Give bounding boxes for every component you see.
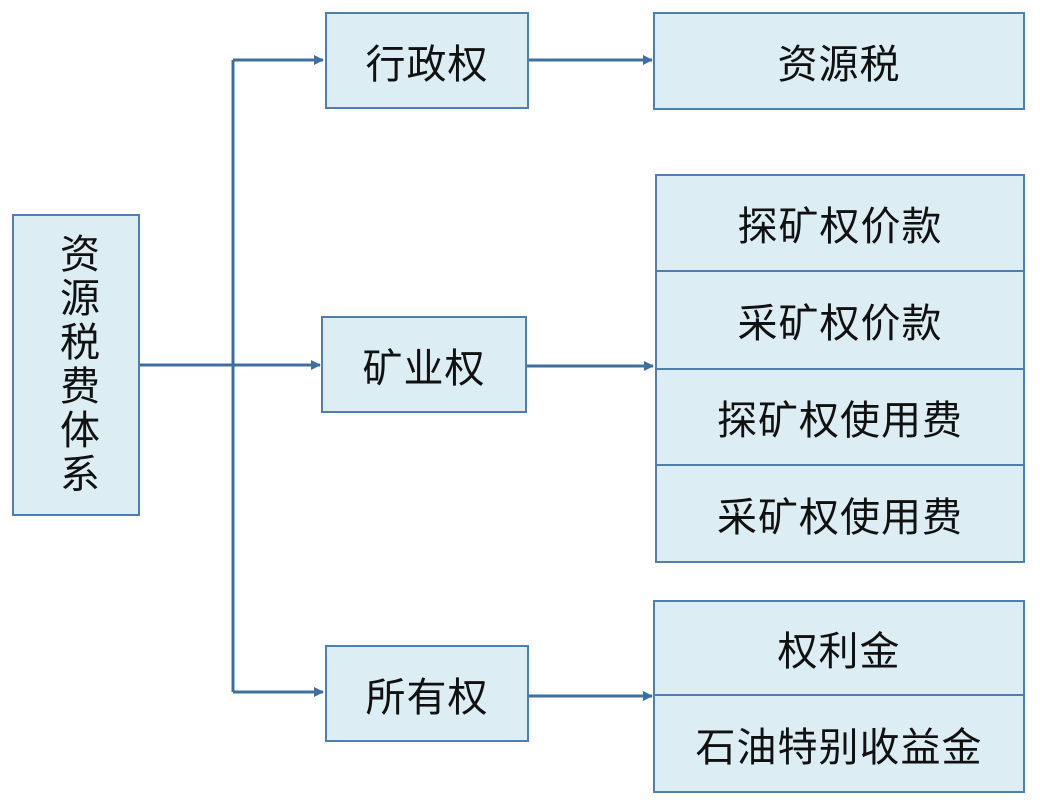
branch-box-suoyouquan: 所有权 bbox=[325, 645, 529, 742]
leaf-label: 采矿权使用费 bbox=[717, 494, 963, 541]
leaf-label: 资源税 bbox=[777, 42, 901, 88]
leaf-label: 石油特别收益金 bbox=[695, 724, 983, 771]
leaf-label: 探矿权使用费 bbox=[717, 398, 963, 444]
leaf-box-quanlijin: 权利金 bbox=[653, 600, 1025, 696]
root-label: 资源税费体系 bbox=[53, 233, 99, 497]
branch-label: 矿业权 bbox=[362, 345, 486, 392]
leaf-box-tankuangquan-jiakuan: 探矿权价款 bbox=[655, 174, 1025, 272]
branch-label: 所有权 bbox=[365, 674, 489, 721]
leaf-box-caikuangquan-jiakuan: 采矿权价款 bbox=[655, 270, 1025, 370]
leaf-box-tankuangquan-shiyongfei: 探矿权使用费 bbox=[655, 368, 1025, 466]
branch-box-kuangyequan: 矿业权 bbox=[321, 316, 527, 413]
leaf-label: 权利金 bbox=[777, 629, 901, 675]
leaf-label: 探矿权价款 bbox=[737, 204, 943, 250]
branch-box-xingzhengquan: 行政权 bbox=[325, 12, 529, 109]
leaf-box-ziyuanshui: 资源税 bbox=[653, 12, 1025, 110]
branch-label: 行政权 bbox=[365, 41, 489, 88]
leaf-box-caikuangquan-shiyongfei: 采矿权使用费 bbox=[655, 464, 1025, 563]
root-box: 资源税费体系 bbox=[12, 214, 140, 516]
leaf-label: 采矿权价款 bbox=[737, 301, 943, 347]
leaf-box-shiyou-tebie-shouyijin: 石油特别收益金 bbox=[653, 694, 1025, 793]
